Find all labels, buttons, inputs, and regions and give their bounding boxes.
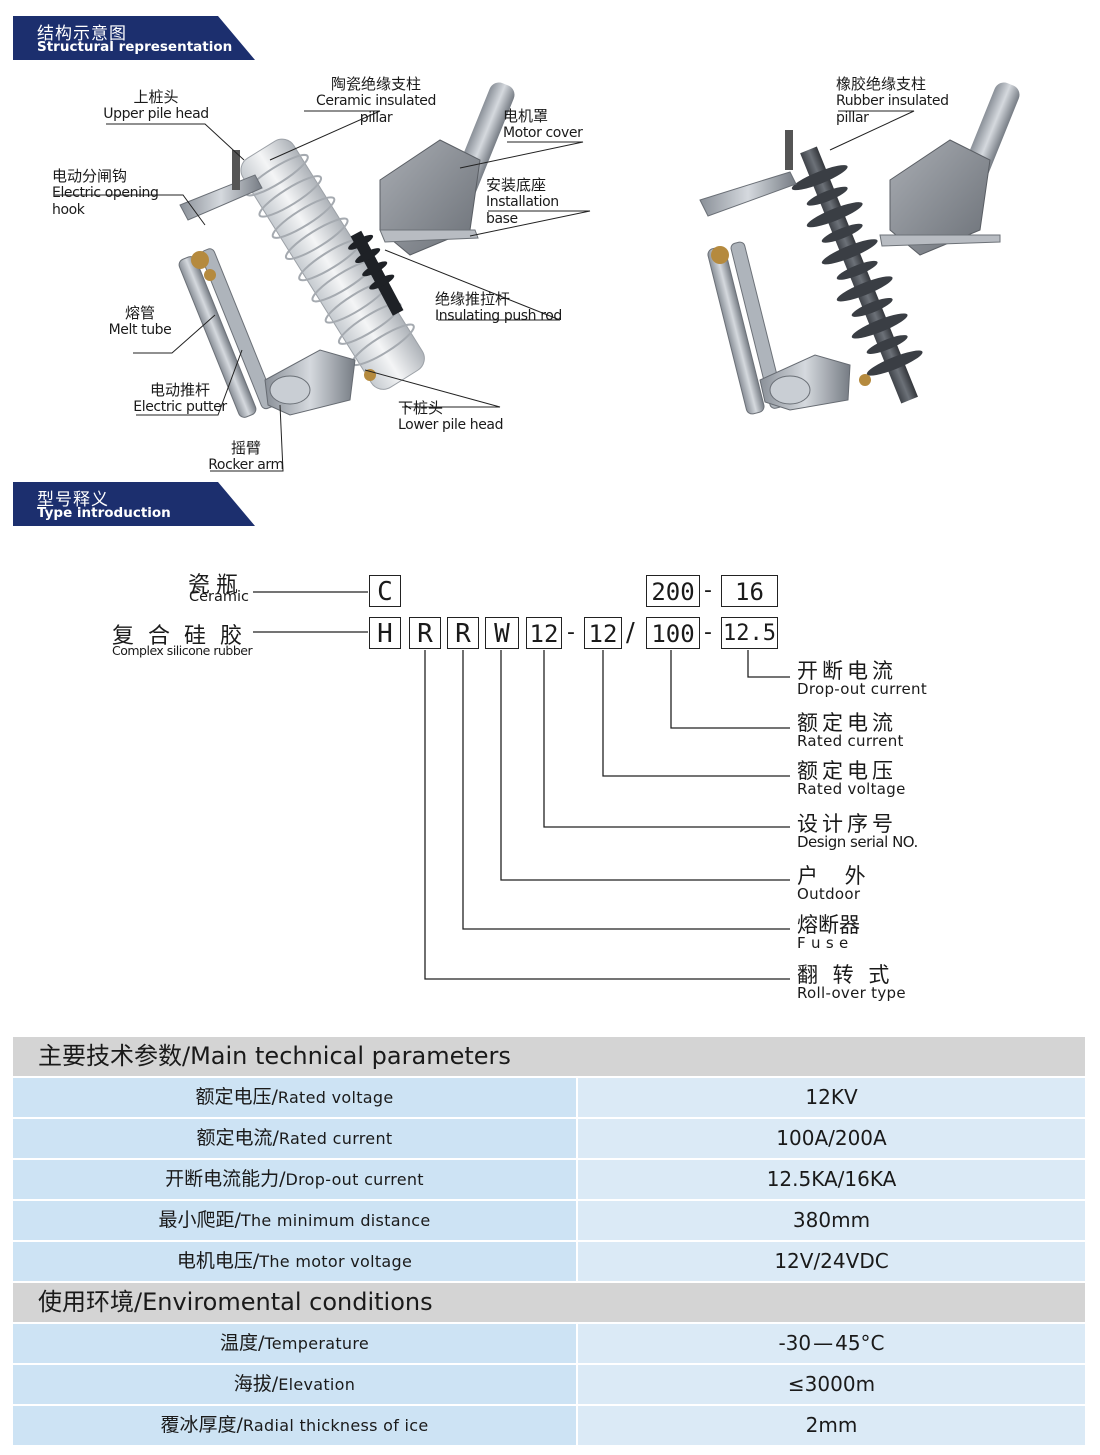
tab-title-en: Type introduction (37, 505, 171, 521)
code-dash2: - (704, 620, 712, 645)
label-insulating-push-rod: 绝缘推拉杆 Insulating push rod (435, 290, 562, 325)
code-12a: 12 (526, 617, 562, 649)
code-100: 100 (646, 617, 700, 649)
code-h: H (369, 617, 401, 649)
label-ceramic-en: Ceramic (189, 589, 250, 605)
code-r2: R (447, 617, 479, 649)
label-rubber-pillar: 橡胶绝缘支柱 Rubber insulated pillar (836, 75, 949, 127)
value-cell: ≤3000m (578, 1365, 1085, 1404)
type-code-leaders (253, 591, 790, 980)
code-c: C (369, 575, 401, 607)
code-dash1: - (567, 620, 575, 645)
params-header: 主要技术参数/Main technical parameters (13, 1037, 1085, 1076)
tab-title-en: Structural representation (37, 39, 233, 55)
table-row: 额定电压/Rated voltage 12KV (13, 1078, 1085, 1117)
tab-title-zh: 结构示意图 (37, 24, 127, 44)
label-electric-putter: 电动推杆 Electric putter (133, 381, 227, 416)
table-row: 覆冰厚度/Radial thickness of ice 2mm (13, 1406, 1085, 1445)
code-12b: 12 (584, 617, 622, 649)
label-motor-cover: 电机罩 Motor cover (503, 107, 583, 142)
code-r1: R (409, 617, 441, 649)
value-cell: 100A/200A (578, 1119, 1085, 1158)
code-w: W (485, 617, 519, 649)
code-200: 200 (646, 575, 700, 607)
code-row-top: C 200 - 16 (0, 575, 1100, 609)
desc-drop-out-current: 开断电流 Drop-out current (797, 659, 928, 699)
label-melt-tube: 熔管 Melt tube (108, 304, 172, 339)
value-cell: 2mm (578, 1406, 1085, 1445)
desc-fuse: 熔断器 F u s e (797, 913, 860, 953)
value-cell: 12V/24VDC (578, 1242, 1085, 1281)
env-header: 使用环境/Enviromental conditions (13, 1283, 1085, 1322)
tab-title-zh: 型号释义 (37, 490, 109, 510)
table-row: 海拔/Elevation ≤3000m (13, 1365, 1085, 1404)
code-top-dash: - (704, 578, 712, 603)
desc-roll-over: 翻 转 式 Roll-over type (797, 963, 906, 1003)
label-ceramic-zh: 瓷瓶 (188, 573, 245, 598)
desc-rated-current: 额定电流 Rated current (797, 711, 904, 751)
label-silicone-zh: 复合硅胶 (112, 624, 257, 649)
section-tab-type-intro: 型号释义 Type introduction (13, 482, 255, 526)
code-row-main: H R R W 12 - 12 / 100 - 12.5 (0, 617, 1100, 651)
value-cell: 12KV (578, 1078, 1085, 1117)
label-upper-pile-head: 上桩头 Upper pile head (103, 88, 209, 123)
desc-design-serial: 设计序号 Design serial NO. (797, 812, 918, 852)
label-electric-opening-hook: 电动分闸钩 Electric opening hook (52, 167, 159, 219)
label-lower-pile-head: 下桩头 Lower pile head (398, 399, 504, 434)
table-row: 温度/Temperature -30 — 45°C (13, 1324, 1085, 1363)
rubber-fuse-illustration (699, 82, 1020, 415)
section-tab-structure: 结构示意图 Structural representation (13, 16, 255, 60)
value-cell: 12.5KA/16KA (578, 1160, 1085, 1199)
code-16: 16 (721, 575, 778, 607)
label-installation-base: 安装底座 Installation base (486, 176, 559, 228)
product-illustrations (55, 82, 1020, 472)
table-row: 最小爬距/The minimum distance 380mm (13, 1201, 1085, 1240)
value-cell: -30 — 45°C (578, 1324, 1085, 1363)
label-silicone-en: Complex silicone rubber (112, 643, 253, 658)
table-row: 开断电流能力/Drop-out current 12.5KA/16KA (13, 1160, 1085, 1199)
parameters-table: 主要技术参数/Main technical parameters 额定电压/Ra… (13, 1037, 1085, 1447)
desc-outdoor: 户 外 Outdoor (797, 864, 876, 904)
desc-rated-voltage: 额定电压 Rated voltage (797, 759, 906, 799)
value-cell: 380mm (578, 1201, 1085, 1240)
table-row: 额定电流/Rated current 100A/200A (13, 1119, 1085, 1158)
code-12-5: 12.5 (721, 617, 778, 649)
tab-shape (13, 482, 255, 526)
label-rocker-arm: 摇臂 Rocker arm (208, 439, 284, 474)
table-row: 电机电压/The motor voltage 12V/24VDC (13, 1242, 1085, 1281)
code-slash: / (626, 618, 635, 648)
ceramic-fuse-illustration (178, 82, 515, 418)
tab-shape (13, 16, 255, 60)
label-ceramic-pillar: 陶瓷绝缘支柱 Ceramic insulated pillar (316, 75, 436, 127)
